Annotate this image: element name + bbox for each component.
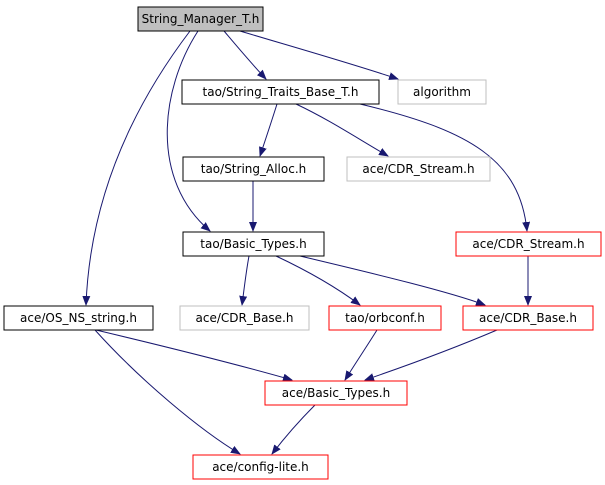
- node-box: [346, 156, 491, 182]
- node-box: [137, 6, 264, 32]
- edge-string_traits-to-cdr_stream_gray: [295, 103, 389, 157]
- node-label: ace/CDR_Stream.h: [472, 237, 584, 251]
- edge-os_ns_string-to-config_lite: [94, 329, 241, 455]
- node-box: [182, 156, 325, 182]
- node-label: tao/String_Alloc.h: [201, 162, 307, 176]
- node-label: ace/OS_NS_string.h: [20, 311, 137, 325]
- node-cdr-stream-gray: ace/CDR_Stream.h: [346, 156, 491, 182]
- node-cdr-stream-red[interactable]: ace/CDR_Stream.h: [455, 231, 602, 257]
- edge-basic_types_tao-to-cdr_base_red: [299, 255, 486, 306]
- nodes-layer: String_Manager_T.h tao/String_Traits_Base…: [3, 6, 602, 480]
- node-string-alloc[interactable]: tao/String_Alloc.h: [182, 156, 325, 182]
- edge-string_manager-to-os_ns_string: [82, 30, 191, 306]
- node-basic-types-ace[interactable]: ace/Basic_Types.h: [264, 380, 408, 406]
- node-box: [397, 79, 487, 105]
- node-algorithm: algorithm: [397, 79, 487, 105]
- edge-basic_types_tao-to-cdr_base_gray: [239, 255, 250, 306]
- node-label: ace/CDR_Base.h: [479, 311, 577, 325]
- node-string-manager[interactable]: String_Manager_T.h: [137, 6, 264, 32]
- node-label: algorithm: [413, 85, 471, 99]
- edge-orbconf-to-basic_types_ace: [344, 329, 378, 381]
- node-label: ace/config-lite.h: [212, 460, 309, 474]
- edges-layer: [82, 30, 532, 455]
- edge-basic_types_tao-to-orbconf: [275, 255, 361, 306]
- node-cdr-base-red[interactable]: ace/CDR_Base.h: [462, 305, 594, 331]
- node-box: [179, 305, 310, 331]
- edge-os_ns_string-to-basic_types_ace: [95, 329, 293, 382]
- node-label: tao/Basic_Types.h: [200, 237, 306, 251]
- edge-string_manager-to-basic_types_tao: [166, 30, 211, 232]
- edge-string_traits-to-string_alloc: [259, 103, 278, 157]
- edge-string_manager-to-string_traits: [223, 30, 267, 80]
- node-box: [182, 231, 325, 257]
- node-cdr-base-gray: ace/CDR_Base.h: [179, 305, 310, 331]
- node-config-lite[interactable]: ace/config-lite.h: [192, 454, 329, 480]
- node-box: [455, 231, 602, 257]
- edge-string_manager-to-algorithm: [239, 30, 399, 80]
- edge-string_traits-to-cdr_stream_red: [359, 103, 531, 232]
- node-orbconf[interactable]: tao/orbconf.h: [328, 305, 442, 331]
- node-label: ace/CDR_Base.h: [196, 311, 294, 325]
- node-label: tao/String_Traits_Base_T.h: [203, 85, 359, 99]
- node-basic-types-tao[interactable]: tao/Basic_Types.h: [182, 231, 325, 257]
- node-label: tao/orbconf.h: [345, 311, 425, 325]
- edge-basic_types_ace-to-config_lite: [271, 404, 316, 455]
- node-os-ns-string[interactable]: ace/OS_NS_string.h: [3, 305, 154, 331]
- node-box: [462, 305, 594, 331]
- edge-cdr_base_red-to-basic_types_ace: [364, 329, 498, 381]
- node-label: String_Manager_T.h: [142, 12, 260, 26]
- node-box: [328, 305, 442, 331]
- node-box: [3, 305, 154, 331]
- node-string-traits[interactable]: tao/String_Traits_Base_T.h: [181, 79, 380, 105]
- node-box: [264, 380, 408, 406]
- node-label: ace/Basic_Types.h: [282, 386, 390, 400]
- node-box: [181, 79, 380, 105]
- node-box: [192, 454, 329, 480]
- node-label: ace/CDR_Stream.h: [362, 162, 474, 176]
